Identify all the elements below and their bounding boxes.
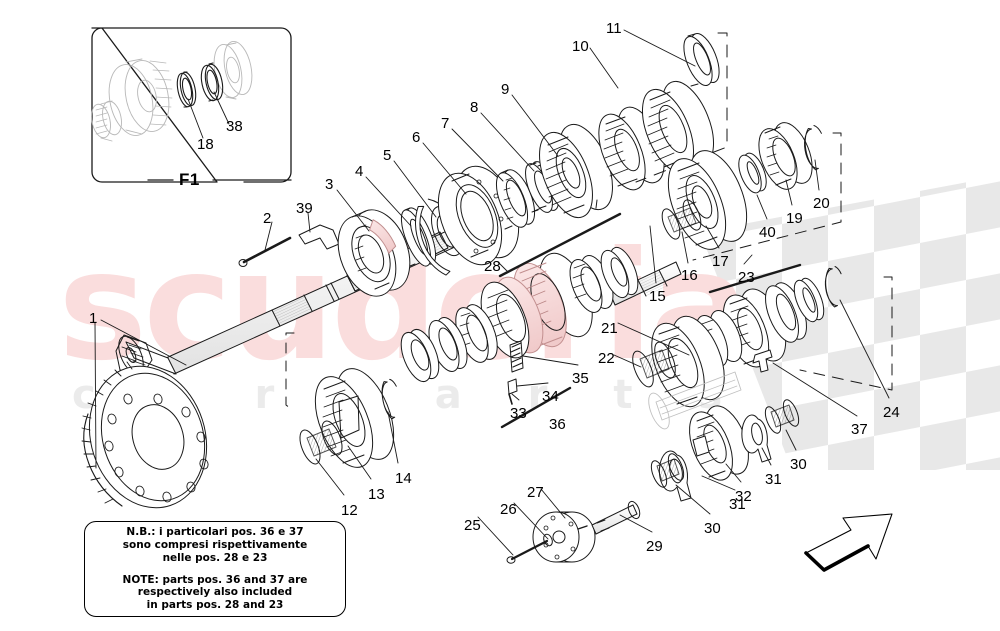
bolt-2 [238,236,292,267]
callout-13: 13 [368,486,385,503]
callout-33: 33 [510,405,527,422]
group-bracket-23 [799,276,893,391]
callout-10: 10 [572,38,589,55]
callout-22: 22 [598,350,615,367]
callout-19: 19 [786,210,803,227]
bearing-19 [758,122,813,190]
callout-31: 31 [729,496,746,513]
tab-washer-39 [298,224,340,250]
snap-ring-24 [824,266,842,308]
shaft-29 [591,500,641,535]
callout-31: 31 [765,471,782,488]
gear-32 [689,405,749,481]
washer-26 [543,533,553,547]
rule-28 [498,212,622,278]
callout-7: 7 [441,115,450,132]
callout-8: 8 [470,99,479,116]
callout-34: 34 [542,388,559,405]
group-bracket-28 [285,199,598,409]
callout-35: 35 [572,370,589,387]
callout-1: 1 [89,310,98,327]
leader-lines [94,29,890,556]
callout-38: 38 [226,118,243,135]
callout-30: 30 [790,456,807,473]
direction-arrow [804,513,893,572]
thrust-washer-40 [738,152,767,194]
callout-18: 18 [197,136,214,153]
needle-bearing-22 [632,341,676,388]
callout-24: 24 [883,404,900,421]
callout-28: 28 [484,258,501,275]
callout-36: 36 [549,416,566,433]
f1-subassembly-box [91,27,292,183]
fork-31b [741,414,772,463]
washer-11 [683,33,720,87]
callout-4: 4 [355,163,364,180]
callout-17: 17 [712,253,729,270]
callout-9: 9 [501,81,510,98]
callout-16: 16 [681,267,698,284]
callout-15: 15 [649,288,666,305]
callout-29: 29 [646,538,663,555]
callout-30: 30 [704,520,721,537]
snap-ring-20 [804,124,822,171]
callout-20: 20 [813,195,830,212]
plug-37 [752,349,773,373]
callout-12: 12 [341,502,358,519]
callout-40: 40 [759,224,776,241]
callout-11: 11 [606,20,622,37]
callout-5: 5 [383,147,392,164]
ghost-layshaft [648,371,742,430]
callout-27: 27 [527,484,544,501]
rule-36 [500,386,572,429]
bolt-25 [506,539,549,564]
ring-7 [495,169,536,230]
callout-39: 39 [296,200,313,217]
snap-ring-14 [381,378,397,420]
rule-23 [708,263,802,294]
callout-2: 2 [263,210,272,227]
synchro-pack-28 [400,246,639,383]
group-bracket-right [692,132,842,261]
gear-13 [314,368,395,468]
speedo-housing-27 [532,511,596,563]
bush-30b [764,399,800,434]
gear-9 [539,123,613,219]
callout-26: 26 [500,501,517,518]
callout-14: 14 [395,470,412,487]
bush-30a [650,453,685,488]
callout-37: 37 [851,421,868,438]
ring-gear [81,361,209,509]
bearing-3 [337,209,411,297]
callout-21: 21 [601,320,618,337]
gear-10b [641,80,715,174]
callout-23: 23 [738,269,755,286]
callout-6: 6 [412,129,421,146]
needle-bearing-12 [299,420,343,465]
f1-box-label: F1 [179,170,200,189]
callout-25: 25 [464,517,481,534]
detent-parts [507,340,524,405]
callout-32: 32 [735,488,752,505]
callout-3: 3 [325,176,334,193]
splined-hub-16 [661,199,702,240]
